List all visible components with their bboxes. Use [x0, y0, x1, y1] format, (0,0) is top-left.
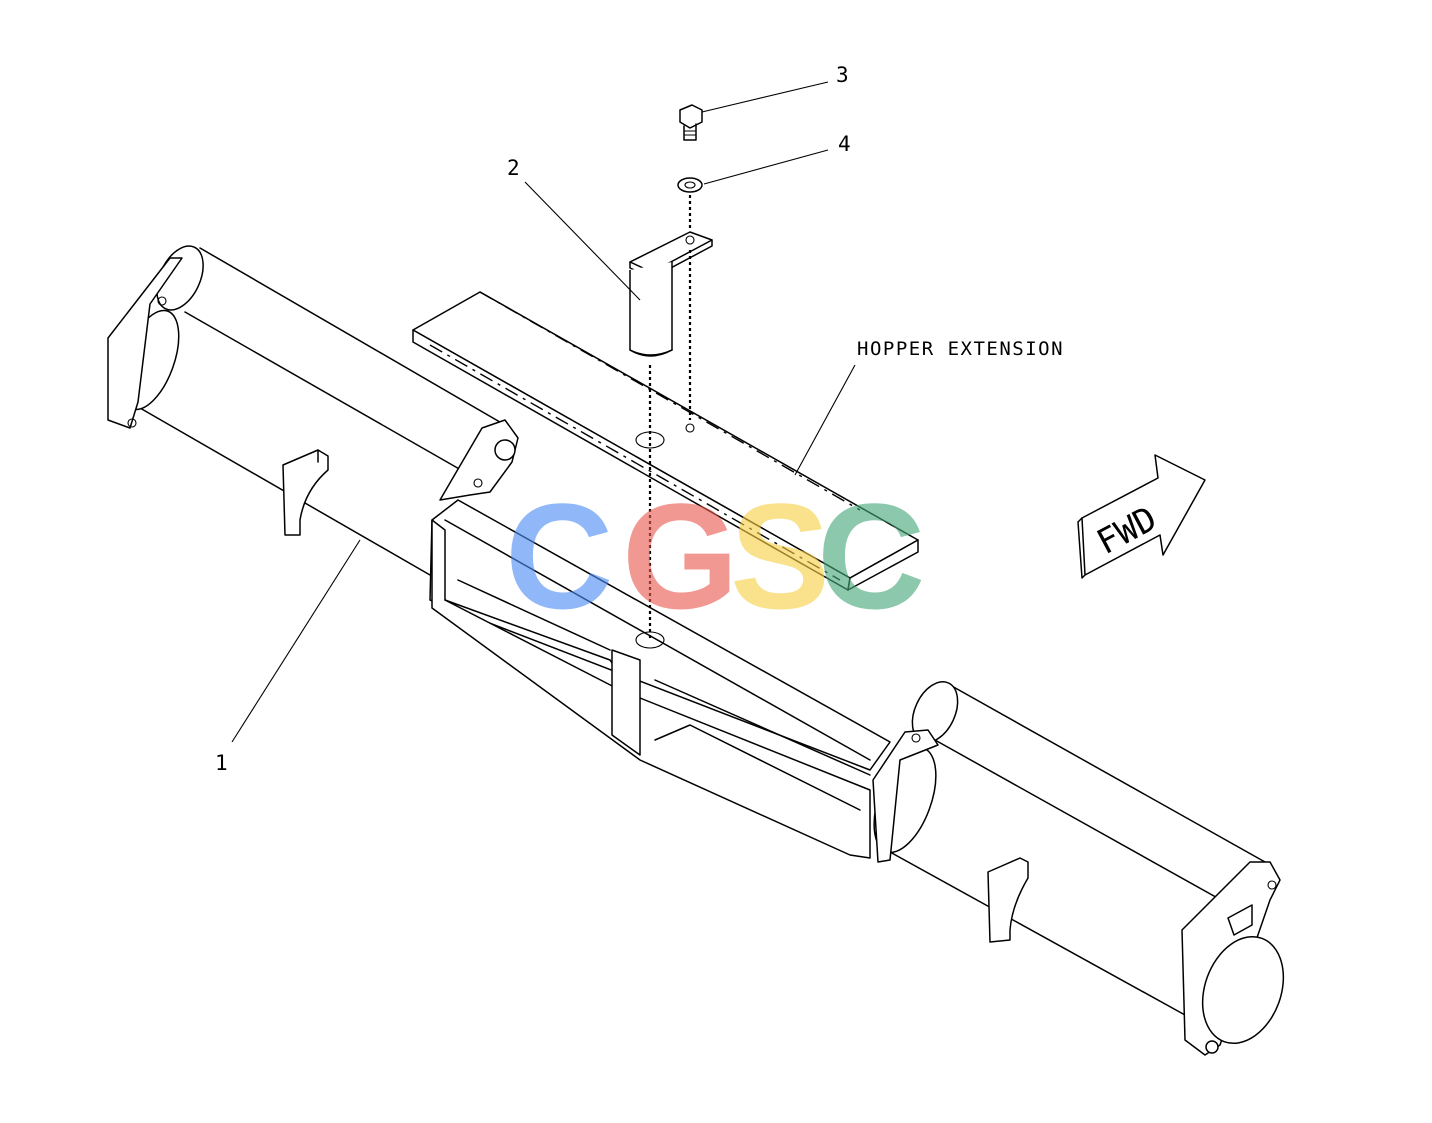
part-number-3: 3: [836, 63, 849, 87]
part-number-4: 4: [838, 132, 851, 156]
watermark-letter-c2: C: [817, 472, 925, 640]
part-number-2: 2: [507, 156, 520, 180]
part-number-1: 1: [215, 751, 228, 775]
part-4-washer: [677, 177, 703, 193]
hopper-extension-label: HOPPER EXTENSION: [857, 338, 1064, 360]
watermark-letter-g: G: [622, 472, 739, 640]
hopper-extension-phantom: [412, 291, 919, 591]
right-axle-tube: [872, 681, 1266, 1016]
leader-lines: [231, 81, 856, 743]
fwd-direction-arrow: FWD: [1077, 454, 1206, 579]
assembly-centerlines: [648, 195, 692, 640]
left-pivot-bracket: [439, 419, 519, 501]
watermark-letter-c1: C: [505, 472, 613, 640]
right-saddle-block: [987, 857, 1029, 943]
part-3-bolt: [679, 104, 703, 141]
left-saddle-block: [282, 449, 329, 536]
right-end-flange: [1181, 861, 1285, 1056]
watermark-letter-s: S: [730, 472, 830, 640]
part-2-pin: [629, 231, 713, 357]
cgsc-watermark: C G S C: [505, 472, 925, 640]
left-axle-tube: [107, 245, 506, 576]
